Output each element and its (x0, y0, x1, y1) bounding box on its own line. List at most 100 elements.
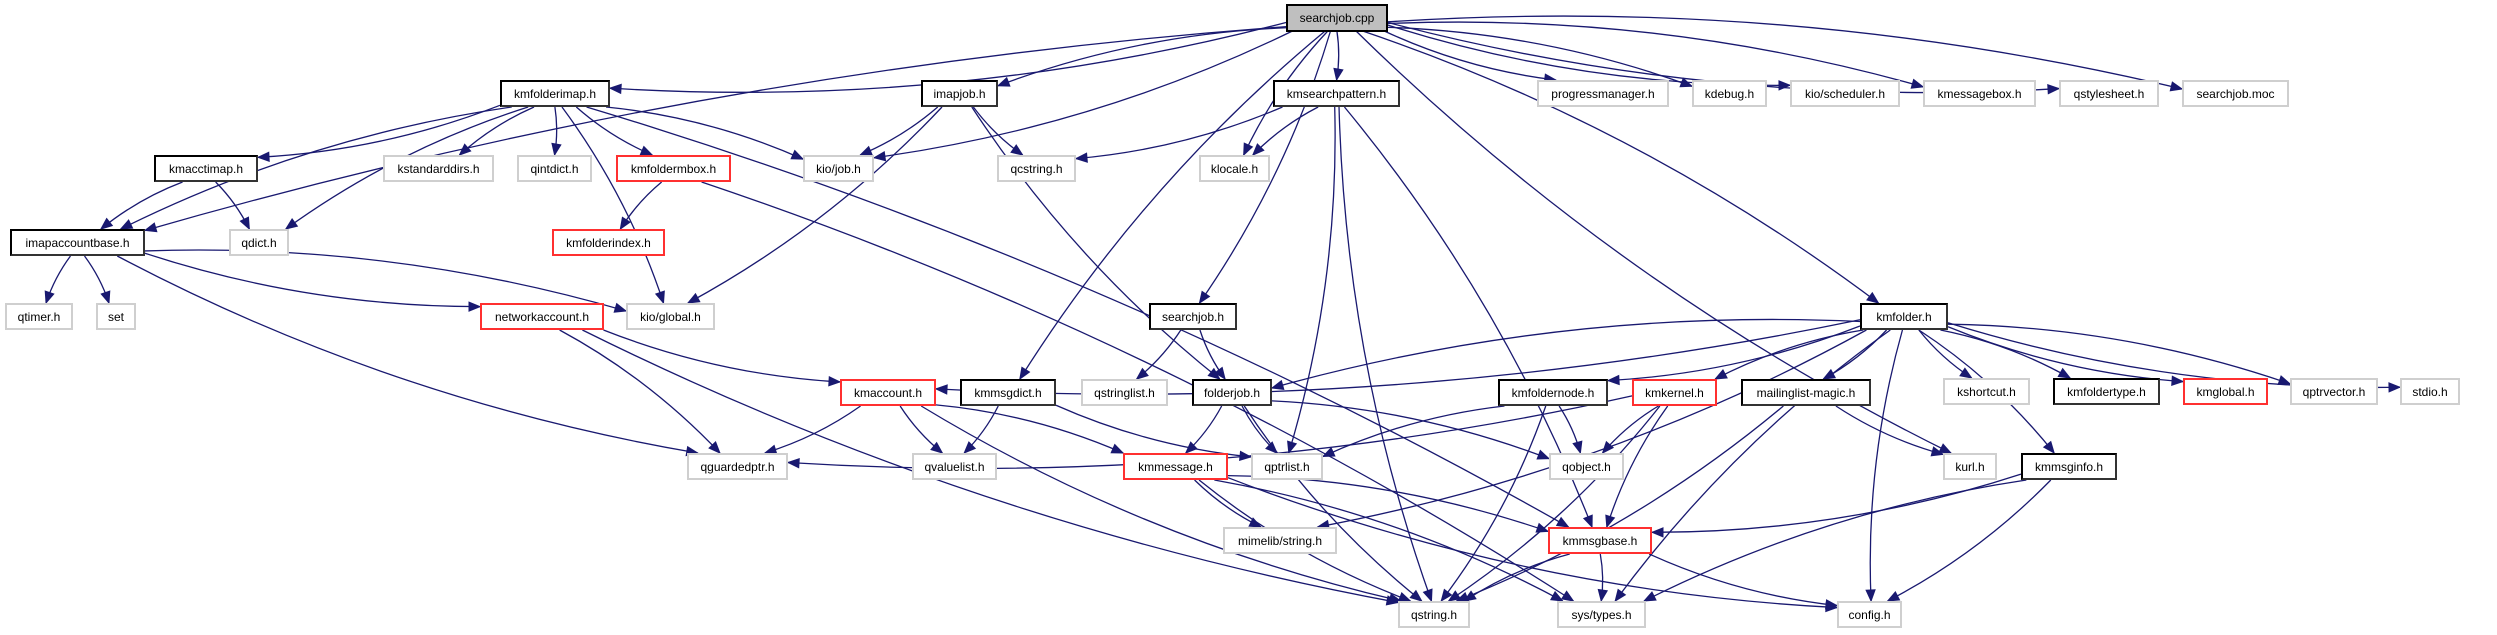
node-label: kmmsgdict.h (974, 385, 1042, 400)
node-label: qptrvector.h (2302, 384, 2366, 399)
node-mailinglist-magic-h[interactable]: mailinglist-magic.h (1741, 379, 1871, 406)
node-stdio-h[interactable]: stdio.h (2400, 378, 2460, 405)
arrowhead-icon (1824, 599, 1839, 610)
edge-kmfolderimap-h-to-kmmsgbase-h (586, 106, 1569, 528)
edge-kmfolder-h-to-sys-types-h (1614, 329, 1891, 602)
arrowhead-icon (468, 301, 482, 312)
arrowhead-icon (996, 76, 1011, 87)
node-label: kmmsgbase.h (1562, 533, 1638, 548)
node-kmfolder-h[interactable]: kmfolder.h (1860, 303, 1948, 330)
arrowhead-icon (44, 290, 55, 305)
arrowhead-icon (1606, 374, 1620, 386)
node-kmmsginfo-h[interactable]: kmmsginfo.h (2021, 453, 2117, 480)
node-folderjob-h[interactable]: folderjob.h (1192, 379, 1272, 406)
node-label: kmfoldertype.h (2067, 384, 2146, 399)
node-searchjob-h[interactable]: searchjob.h (1149, 303, 1237, 330)
arrowhead-icon (1605, 514, 1616, 529)
node-kmaccount-h[interactable]: kmaccount.h (840, 379, 936, 406)
arrowhead-icon (790, 149, 805, 160)
node-qobject-h[interactable]: qobject.h (1549, 453, 1624, 480)
node-qptrvector-h[interactable]: qptrvector.h (2290, 378, 2378, 405)
arrowhead-icon (99, 217, 114, 230)
arrowhead-icon (1214, 366, 1226, 381)
node-kmfoldertype-h[interactable]: kmfoldertype.h (2053, 378, 2160, 405)
node-searchjob-moc[interactable]: searchjob.moc (2182, 80, 2289, 107)
node-qintdict-h[interactable]: qintdict.h (517, 155, 592, 182)
node-sys-types-h[interactable]: sys/types.h (1557, 601, 1646, 628)
node-label: qstring.h (1410, 607, 1458, 622)
node-qstring-h[interactable]: qstring.h (1398, 601, 1470, 628)
node-kmmsgbase-h[interactable]: kmmsgbase.h (1548, 527, 1652, 554)
node-qstylesheet-h[interactable]: qstylesheet.h (2059, 80, 2159, 107)
arrowhead-icon (1555, 516, 1570, 528)
node-config-h[interactable]: config.h (1837, 601, 1902, 628)
arrowhead-icon (2277, 375, 2292, 386)
arrowhead-icon (551, 142, 562, 157)
arrowhead-icon (1447, 590, 1462, 602)
node-qcstring-h[interactable]: qcstring.h (997, 155, 1076, 182)
node-networkaccount-h[interactable]: networkaccount.h (480, 303, 604, 330)
edge-searchjob-cpp-to-imapjob-h (997, 27, 1287, 87)
edge-kmfoldermbox-h-to-sys-types-h (701, 181, 1574, 602)
node-label: kurl.h (1955, 459, 1985, 474)
node-kmfoldermbox-h[interactable]: kmfoldermbox.h (616, 155, 731, 182)
edge-folderjob-h-to-qobject-h (1271, 400, 1550, 460)
node-qstringlist-h[interactable]: qstringlist.h (1081, 379, 1168, 406)
node-label: imapaccountbase.h (25, 235, 130, 250)
edge-kmmessage-h-to-sys-types-h (1214, 479, 1563, 602)
node-klocale-h[interactable]: klocale.h (1199, 155, 1270, 182)
node-kmfoldernode-h[interactable]: kmfoldernode.h (1498, 379, 1608, 406)
node-kshortcut-h[interactable]: kshortcut.h (1943, 378, 2030, 405)
node-kmfolderindex-h[interactable]: kmfolderindex.h (552, 229, 665, 256)
node-searchjob-cpp[interactable]: searchjob.cpp (1286, 4, 1388, 32)
node-kio-global-h[interactable]: kio/global.h (626, 303, 715, 330)
node-progressmanager-h[interactable]: progressmanager.h (1537, 80, 1669, 107)
edge-imapaccountbase-h-to-kio-global-h (144, 249, 627, 312)
node-set[interactable]: set (96, 303, 136, 330)
edge-kmfoldernode-h-to-qptrlist-h (1322, 405, 1505, 458)
node-kmglobal-h[interactable]: kmglobal.h (2183, 378, 2268, 405)
node-mimelib-string-h[interactable]: mimelib/string.h (1223, 527, 1337, 554)
node-kstandarddirs-h[interactable]: kstandarddirs.h (383, 155, 494, 182)
node-imapaccountbase-h[interactable]: imapaccountbase.h (10, 229, 145, 256)
node-kmmessage-h[interactable]: kmmessage.h (1123, 453, 1228, 480)
node-label: qstringlist.h (1094, 385, 1155, 400)
node-kmmsgdict-h[interactable]: kmmsgdict.h (960, 379, 1056, 406)
arrowhead-icon (1422, 588, 1433, 603)
node-kmacctimap-h[interactable]: kmacctimap.h (154, 155, 258, 182)
arrowhead-icon (2047, 84, 2061, 95)
node-kurl-h[interactable]: kurl.h (1943, 453, 1997, 480)
arrowhead-icon (872, 150, 887, 162)
node-kio-job-h[interactable]: kio/job.h (803, 155, 874, 182)
arrowhead-icon (1572, 440, 1583, 455)
edge-kmfolderimap-h-to-imapaccountbase-h (120, 106, 512, 230)
node-imapjob-h[interactable]: imapjob.h (921, 80, 998, 107)
node-kmkernel-h[interactable]: kmkernel.h (1632, 379, 1717, 406)
edge-folderjob-h-to-qstring-h (1243, 405, 1423, 602)
node-qguardedptr-h[interactable]: qguardedptr.h (687, 453, 788, 480)
arrowhead-icon (1287, 440, 1298, 455)
node-qtimer-h[interactable]: qtimer.h (5, 303, 73, 330)
arrowhead-icon (143, 222, 158, 233)
arrowhead-icon (1582, 514, 1593, 529)
node-qvaluelist-h[interactable]: qvaluelist.h (912, 453, 997, 480)
arrowhead-icon (1243, 142, 1254, 157)
node-qptrlist-h[interactable]: qptrlist.h (1251, 453, 1323, 480)
node-kdebug-h[interactable]: kdebug.h (1692, 80, 1767, 107)
arrowhead-icon (1251, 143, 1265, 156)
node-kmessagebox-h[interactable]: kmessagebox.h (1923, 80, 2036, 107)
arrowhead-icon (1535, 522, 1550, 533)
arrowhead-icon (708, 441, 721, 454)
node-kio-scheduler-h[interactable]: kio/scheduler.h (1790, 80, 1900, 107)
arrowhead-icon (1938, 443, 1953, 454)
node-kmfolderimap-h[interactable]: kmfolderimap.h (500, 80, 610, 107)
node-label: searchjob.h (1161, 309, 1225, 324)
arrowhead-icon (239, 216, 250, 231)
node-qdict-h[interactable]: qdict.h (229, 229, 289, 256)
node-label: kmfoldernode.h (1511, 385, 1595, 400)
edge-searchjob-cpp-to-searchjob-h (1198, 30, 1332, 304)
edge-kmsearchpattern-h-to-qstring-h (1338, 106, 1433, 602)
edge-kmmsginfo-h-to-config-h (1887, 479, 2052, 602)
arrowhead-icon (1930, 446, 1945, 457)
node-kmsearchpattern-h[interactable]: kmsearchpattern.h (1273, 80, 1400, 107)
